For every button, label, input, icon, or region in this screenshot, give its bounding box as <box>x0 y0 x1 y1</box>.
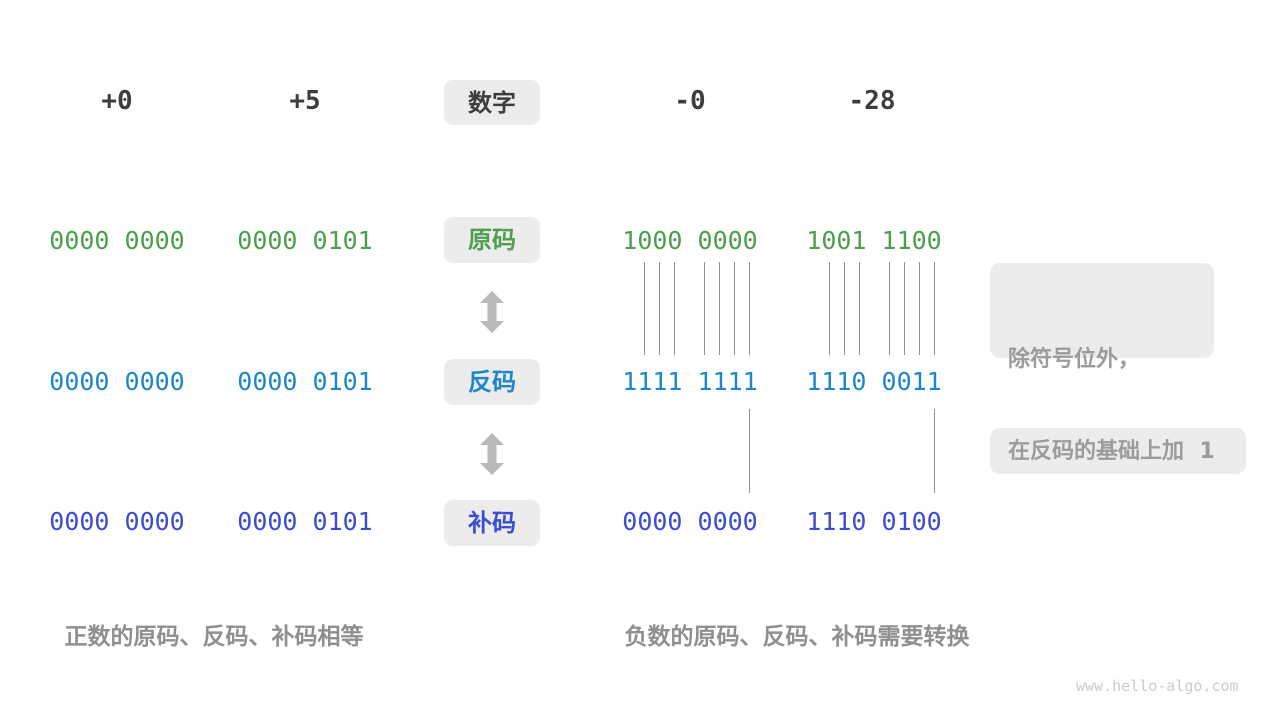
bit-tick-line <box>934 262 935 355</box>
twos-complement-neg-zero: 0000 0000 <box>622 507 758 536</box>
bit-tick-line <box>659 262 660 355</box>
bit-tick-line <box>719 262 720 355</box>
bit-tick-line <box>919 262 920 355</box>
number-pos-zero: +0 <box>101 86 133 116</box>
add-one-note: 在反码的基础上加 1 <box>990 428 1246 474</box>
positive-numbers-caption: 正数的原码、反码、补码相等 <box>64 624 364 650</box>
sign-magnitude-pos-zero: 0000 0000 <box>49 226 185 255</box>
sign-magnitude-label: 原码 <box>468 226 516 254</box>
invert-bits-note-line1: 除符号位外， <box>1008 347 1141 372</box>
sign-magnitude-neg-zero: 1000 0000 <box>622 226 758 255</box>
ones-complement-label: 反码 <box>468 368 516 396</box>
up-down-arrow-icon <box>480 291 504 333</box>
bit-tick-line <box>844 262 845 355</box>
ones-complement-neg-zero: 1111 1111 <box>622 367 758 396</box>
bit-tick-line <box>749 262 750 355</box>
twos-complement-neg-28: 1110 0100 <box>806 507 942 536</box>
bit-tick-line <box>889 262 890 355</box>
number-neg-28: -28 <box>848 86 896 116</box>
ones-complement-neg-28: 1110 0011 <box>806 367 942 396</box>
bit-tick-line <box>644 262 645 355</box>
bit-tick-line <box>859 262 860 355</box>
number-pos-five: +5 <box>289 86 321 116</box>
add-one-note-text: 在反码的基础上加 1 <box>1008 438 1215 464</box>
ones-complement-pos-five: 0000 0101 <box>237 367 373 396</box>
invert-bits-note: 除符号位外， 对其余所有位取反 <box>990 263 1214 471</box>
up-down-arrow-icon <box>480 433 504 475</box>
sign-magnitude-pos-five: 0000 0101 <box>237 226 373 255</box>
number-neg-zero: -0 <box>674 86 706 116</box>
ones-complement-label-pill: 反码 <box>444 359 540 405</box>
negative-numbers-caption: 负数的原码、反码、补码需要转换 <box>624 624 970 650</box>
sign-magnitude-neg-28: 1001 1100 <box>806 226 942 255</box>
bit-tick-line <box>674 262 675 355</box>
carry-line <box>749 409 750 493</box>
sign-magnitude-label-pill: 原码 <box>444 217 540 263</box>
bit-tick-line <box>734 262 735 355</box>
bit-tick-line <box>704 262 705 355</box>
twos-complement-label: 补码 <box>468 509 516 537</box>
twos-complement-pos-five: 0000 0101 <box>237 507 373 536</box>
carry-line <box>934 409 935 493</box>
watermark: www.hello-algo.com <box>1076 677 1239 695</box>
twos-complement-pos-zero: 0000 0000 <box>49 507 185 536</box>
bit-tick-line <box>829 262 830 355</box>
numbers-label-pill: 数字 <box>444 80 540 125</box>
ones-complement-pos-zero: 0000 0000 <box>49 367 185 396</box>
twos-complement-label-pill: 补码 <box>444 500 540 546</box>
bit-tick-line <box>904 262 905 355</box>
numbers-label: 数字 <box>468 88 516 117</box>
